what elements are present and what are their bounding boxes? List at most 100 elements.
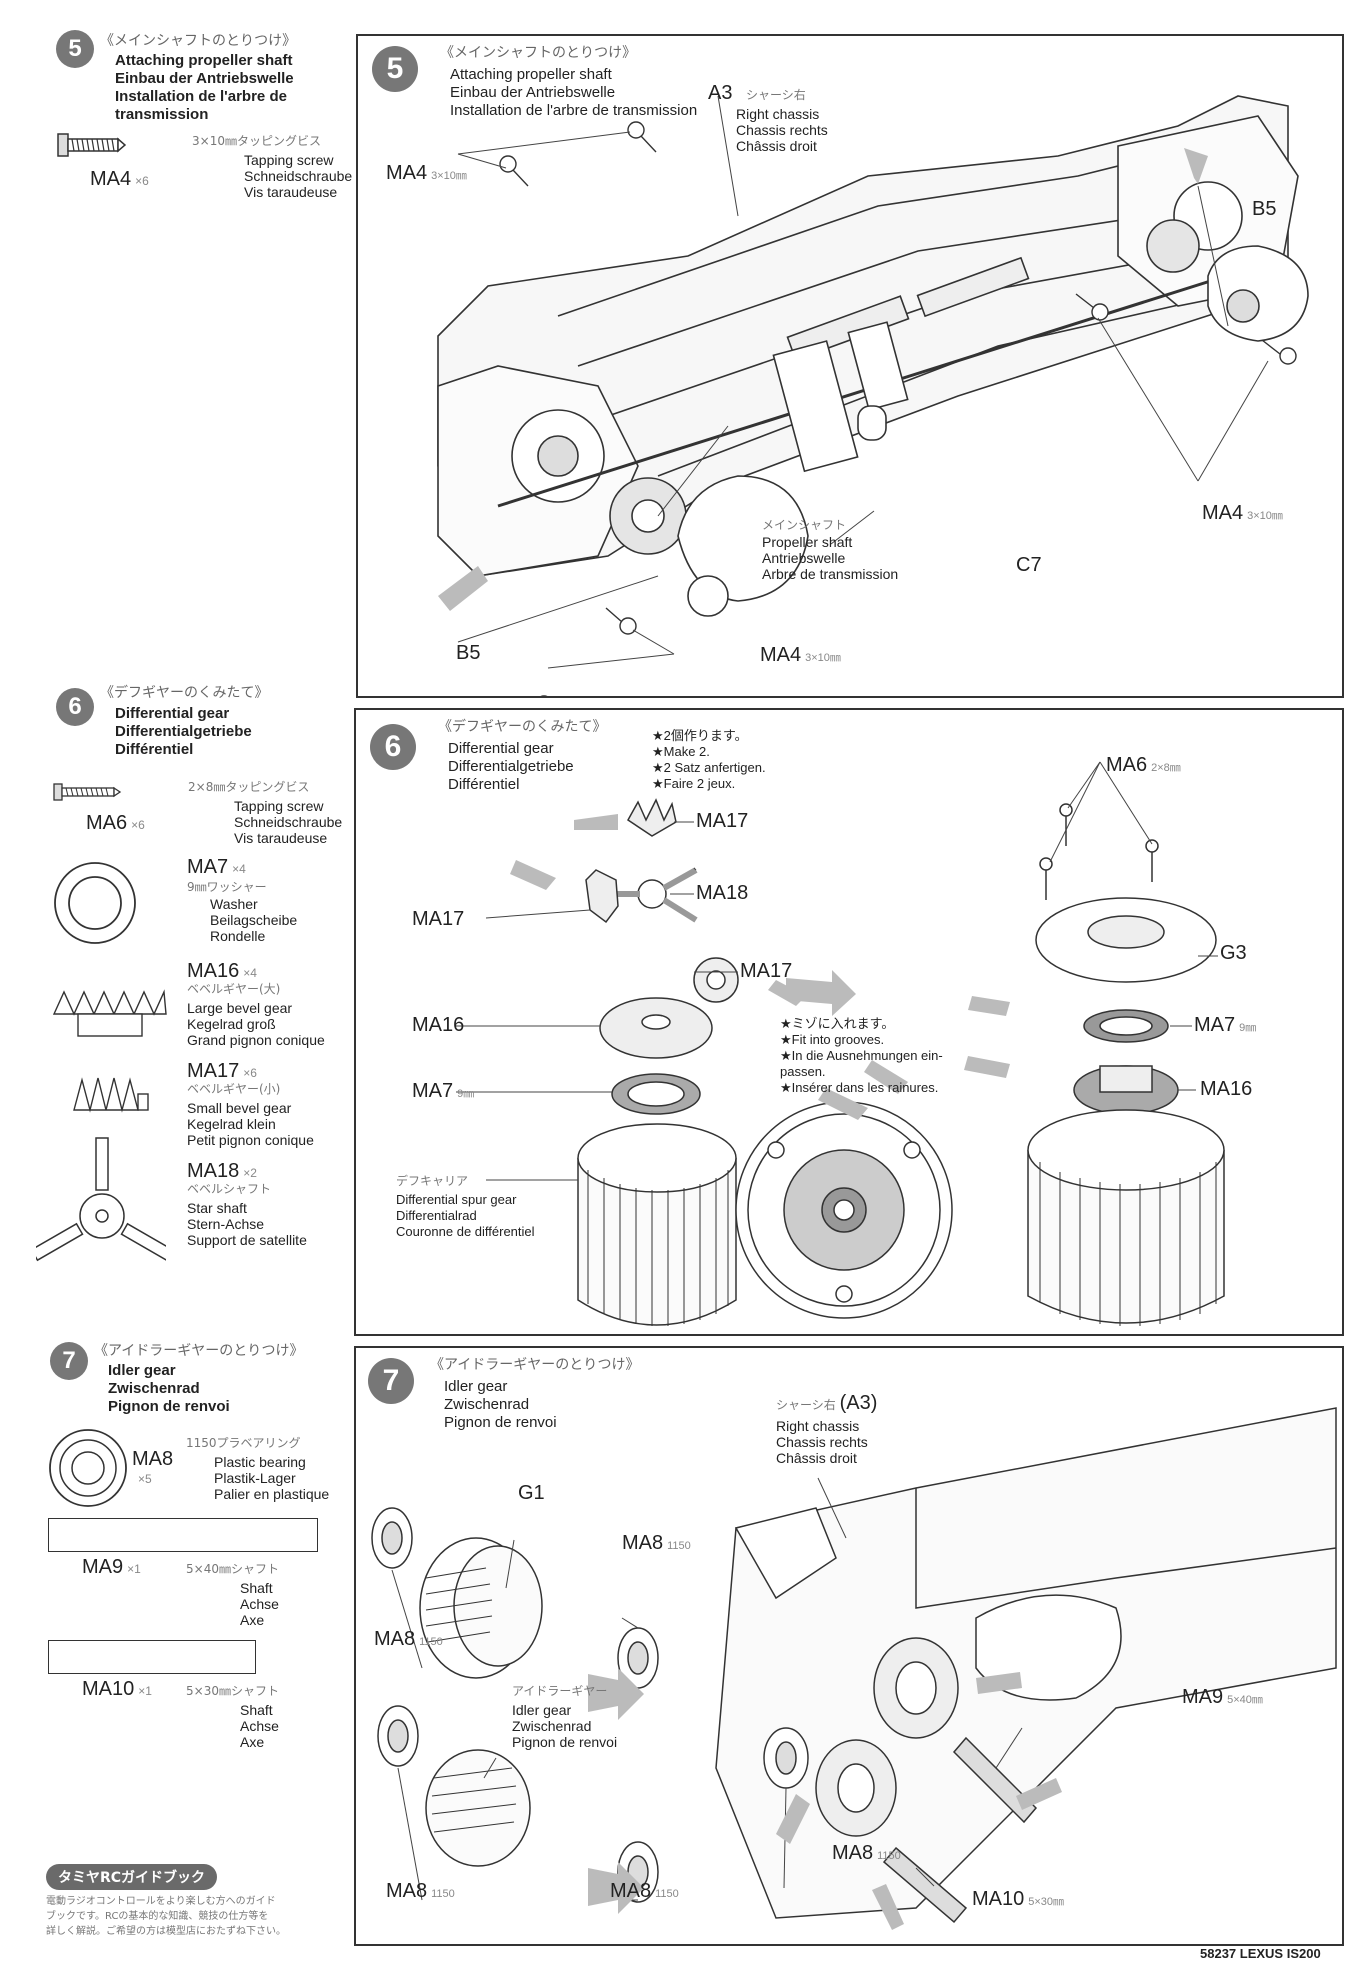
label-ma17-top: MA17	[696, 810, 749, 832]
label-ma17-left: MA17	[412, 908, 465, 930]
part-ma6-jp: 2×8㎜タッピングビス	[188, 780, 310, 794]
part-ma4-desc: Tapping screw Schneidschraube Vis taraud…	[244, 152, 353, 200]
part-ma8-jp: 1150プラベアリング	[186, 1436, 301, 1450]
part-ma9-code: MA9×1	[82, 1556, 141, 1578]
footer-product-code: 58237 LEXUS IS200	[1200, 1946, 1321, 1961]
part-ma10-code: MA10×1	[82, 1678, 152, 1700]
step-6-groove-note: ★ミゾに入れます。 ★Fit into grooves. ★In die Aus…	[780, 1016, 943, 1095]
label-b5-left: B5	[456, 642, 481, 664]
part-ma9-desc: Shaft Achse Axe	[240, 1580, 279, 1628]
idler-gear-assembly-drawing	[371, 1407, 1337, 1930]
screw-ma4-icon	[56, 130, 127, 165]
step-7-number: 7	[50, 1342, 88, 1380]
screw-ma6-icon	[52, 780, 122, 809]
step-6-panel-titles: Differential gear Differentialgetriebe D…	[448, 740, 574, 793]
propeller-shaft-assembly-drawing	[437, 95, 1309, 696]
part-ma16-desc: Large bevel gear Kegelrad groß Grand pig…	[187, 1000, 325, 1048]
part-ma10-desc: Shaft Achse Axe	[240, 1702, 279, 1750]
differential-assembly-drawing	[456, 761, 1225, 1326]
label-carrier-jp: デフキャリア	[396, 1174, 469, 1188]
step-6-jp-title: 《デフギヤーのくみたて》	[100, 685, 269, 701]
step-7-diagram-panel: 7 《アイドラーギヤーのとりつけ》 Idler gear Zwischenrad…	[354, 1346, 1344, 1946]
plastic-bearing-ma8-icon	[46, 1426, 130, 1515]
part-ma18-desc: Star shaft Stern-Achse Support de satell…	[187, 1200, 307, 1248]
step-7-jp-title: 《アイドラーギヤーのとりつけ》	[94, 1343, 304, 1359]
label-shaft-jp: メインシャフト	[762, 518, 847, 532]
part-ma10-jp: 5×30㎜シャフト	[186, 1684, 279, 1698]
label-ma17-right: MA17	[740, 960, 793, 982]
label-g1: G1	[518, 1482, 545, 1504]
step-7-panel-jp-title: 《アイドラーギヤーのとりつけ》	[430, 1357, 640, 1373]
part-ma18-code: MA18×2	[187, 1160, 257, 1182]
star-shaft-ma18-icon	[30, 1136, 174, 1271]
shaft-ma10-bar	[48, 1640, 256, 1674]
label-shaft-desc: Propeller shaft Antriebswelle Arbre de t…	[762, 534, 899, 582]
part-ma7-desc: Washer Beilagscheibe Rondelle	[210, 896, 298, 944]
label-g3: G3	[1220, 942, 1247, 964]
step-6-panel-jp-title: 《デフギヤーのくみたて》	[438, 719, 607, 735]
step-7-titles: Idler gear Zwischenrad Pignon de renvoi	[108, 1362, 230, 1415]
step-7-panel-number: 7	[368, 1358, 414, 1404]
part-ma8-qty: ×5	[138, 1472, 152, 1486]
label-ma16: MA16	[412, 1014, 465, 1036]
guide-book-badge: タミヤRCガイドブック	[46, 1864, 218, 1890]
step-7-panel-titles: Idler gear Zwischenrad Pignon de renvoi	[444, 1378, 557, 1431]
washer-ma7-icon	[52, 860, 138, 951]
part-ma8-code: MA8	[132, 1448, 174, 1470]
label-b5-right: B5	[1252, 198, 1277, 220]
label-ma18: MA18	[696, 882, 749, 904]
part-ma6-code: MA6×6	[86, 812, 145, 834]
step-5-jp-title: 《メインシャフトのとりつけ》	[100, 33, 297, 49]
step-6-diagram-panel: 6 《デフギヤーのくみたて》 Differential gear Differe…	[354, 708, 1344, 1336]
step-5-titles: Attaching propeller shaft Einbau der Ant…	[115, 52, 294, 123]
label-a3-desc: Right chassis Chassis rechts Châssis dro…	[776, 1418, 868, 1466]
part-ma6-desc: Tapping screw Schneidschraube Vis taraud…	[234, 798, 343, 846]
step-5-diagram-panel: 5 《メインシャフトのとりつけ》 Attaching propeller sha…	[356, 34, 1344, 698]
step-5-panel-jp-title: 《メインシャフトのとりつけ》	[440, 45, 637, 61]
part-ma7-code: MA7×4	[187, 856, 246, 878]
step-5-number: 5	[56, 30, 94, 68]
step-5-panel-number: 5	[372, 46, 418, 92]
step-6-titles: Differential gear Differentialgetriebe D…	[115, 705, 252, 758]
step-6-panel-number: 6	[370, 724, 416, 770]
large-bevel-gear-ma16-icon	[50, 984, 170, 1049]
label-idler-desc: Idler gear Zwischenrad Pignon de renvoi	[512, 1702, 618, 1750]
label-a3-jp: シャーシ右 (A3)	[776, 1392, 878, 1414]
label-carrier-desc: Differential spur gear Differentialrad C…	[396, 1192, 535, 1239]
step-6-number: 6	[56, 688, 94, 726]
label-idler-jp: アイドラーギヤー	[512, 1684, 608, 1698]
part-ma7-jp: 9㎜ワッシャー	[187, 880, 267, 894]
shaft-ma9-bar	[48, 1518, 318, 1552]
part-ma4-code: MA4×6	[90, 168, 149, 190]
part-ma16-code: MA16×4	[187, 960, 257, 982]
part-ma16-jp: ベベルギヤー(大)	[187, 982, 281, 996]
step-6-make-note: ★2個作ります。 ★Make 2. ★2 Satz anfertigen. ★F…	[652, 728, 766, 791]
label-a3: A3 シャーシ右	[708, 82, 806, 104]
label-a3-desc: Right chassis Chassis rechts Châssis dro…	[736, 106, 828, 154]
step-5-panel-titles: Attaching propeller shaft Einbau der Ant…	[450, 66, 698, 119]
guide-book-text: 電動ラジオコントロールをより楽しむ方へのガイド ブックです。RCの基本的な知識、…	[46, 1896, 286, 1937]
part-ma4-jp: 3×10㎜タッピングビス	[192, 134, 321, 148]
part-ma18-jp: ベベルシャフト	[187, 1182, 272, 1196]
part-ma17-desc: Small bevel gear Kegelrad klein Petit pi…	[187, 1100, 314, 1148]
label-c7: C7	[1016, 554, 1042, 576]
label-ma16-right: MA16	[1200, 1078, 1253, 1100]
small-bevel-gear-ma17-icon	[70, 1070, 150, 1121]
part-ma9-jp: 5×40㎜シャフト	[186, 1562, 279, 1576]
part-ma17-code: MA17×6	[187, 1060, 257, 1082]
part-ma8-desc: Plastic bearing Plastik-Lager Palier en …	[214, 1454, 330, 1502]
part-ma17-jp: ベベルギヤー(小)	[187, 1082, 281, 1096]
